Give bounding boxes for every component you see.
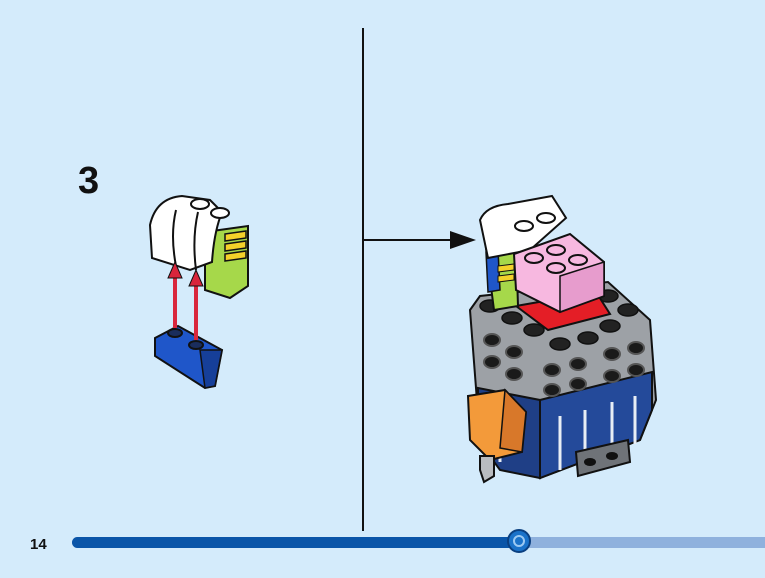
progress-bar [72,529,765,553]
page-number: 14 [30,536,47,553]
brickheadz-model-illustration [466,194,658,484]
progress-bar-fill [72,537,519,548]
assembly-arrow-icon [167,260,204,340]
progress-marker-icon [507,529,531,553]
attach-arrow-icon [363,231,476,249]
sub-assembly-illustration [148,194,249,390]
step-number: 3 [78,160,100,202]
step-divider [362,28,364,531]
